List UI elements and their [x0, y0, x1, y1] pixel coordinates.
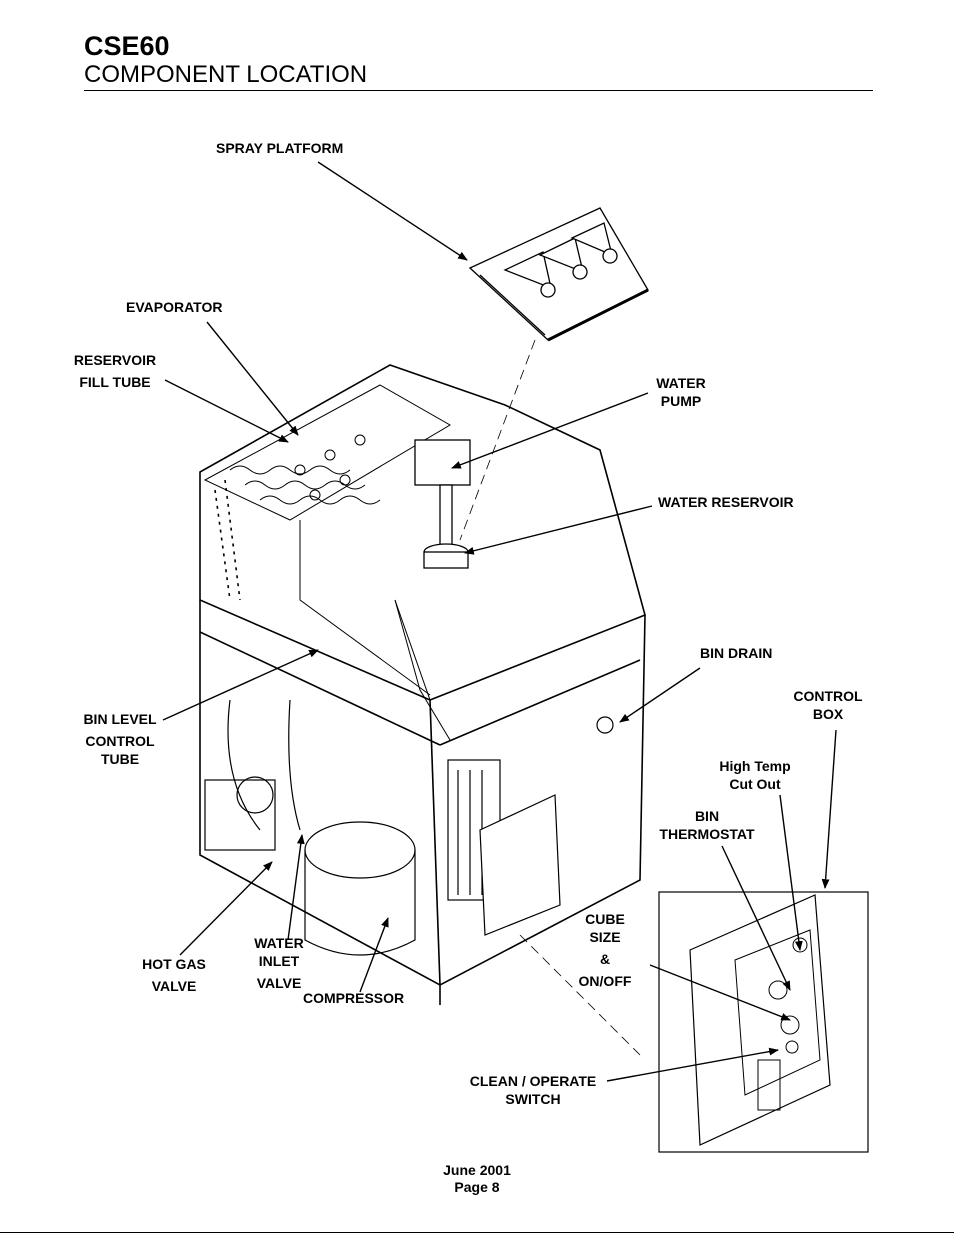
label-cube-size-line2: SIZE	[589, 929, 621, 945]
label-cube-size-line1: CUBE	[585, 911, 625, 927]
label-bin-drain: BIN DRAIN	[700, 645, 773, 661]
evaporator-coils	[203, 384, 451, 521]
control-box-inset	[658, 891, 869, 1153]
leader-water-reservoir	[464, 505, 653, 555]
leader-control-box	[821, 729, 837, 889]
leader-bin-drain	[619, 667, 701, 723]
leader-compressor	[359, 917, 389, 993]
leader-spray-platform	[317, 161, 468, 261]
water-pump-drawing	[414, 439, 471, 569]
leader-hot-gas	[179, 861, 273, 956]
label-hot-gas-line1: HOT GAS	[142, 956, 206, 972]
header-divider	[84, 90, 873, 91]
ice-machine-cabinet	[199, 364, 646, 1005]
model-title: CSE60	[84, 31, 170, 61]
leader-high-temp	[779, 794, 803, 951]
label-cube-size-line4: ON/OFF	[578, 973, 632, 989]
label-water-pump-line2: PUMP	[660, 393, 702, 409]
leader-water-inlet	[287, 834, 305, 941]
label-hot-gas-line2: VALVE	[151, 978, 197, 994]
leader-water-pump	[451, 392, 649, 469]
lower-components	[204, 699, 614, 956]
label-high-temp-line1: High Temp	[719, 758, 791, 774]
label-reservoir-fill-tube-line2: FILL TUBE	[79, 374, 151, 390]
label-bin-level-line3: TUBE	[100, 751, 140, 767]
label-spray-platform: SPRAY PLATFORM	[216, 140, 344, 156]
label-water-inlet-line2: INLET	[258, 953, 300, 969]
leader-bin-level	[162, 649, 319, 721]
label-water-inlet-line3: VALVE	[256, 975, 302, 991]
leader-reservoir-fill-tube	[164, 379, 289, 443]
label-high-temp-line2: Cut Out	[729, 776, 781, 792]
label-bin-thermostat-line1: BIN	[694, 808, 720, 824]
label-bin-level-line1: BIN LEVEL	[83, 711, 157, 727]
label-evaporator: EVAPORATOR	[126, 299, 223, 315]
label-bin-level-line2: CONTROL	[85, 733, 155, 749]
label-reservoir-fill-tube-line1: RESERVOIR	[73, 352, 157, 368]
label-clean-operate-line1: CLEAN / OPERATE	[469, 1073, 597, 1089]
label-water-pump-line1: WATER	[656, 375, 706, 391]
leader-clean-operate	[606, 1047, 779, 1082]
page-subtitle: COMPONENT LOCATION	[84, 61, 368, 88]
label-compressor: COMPRESSOR	[303, 990, 405, 1006]
leader-bin-thermostat	[721, 845, 791, 991]
label-control-box-line1: CONTROL	[793, 688, 863, 704]
leader-cube-size	[649, 964, 791, 1021]
label-bin-thermostat-line2: THERMOSTAT	[659, 826, 755, 842]
footer-divider	[0, 1232, 954, 1233]
label-water-reservoir: WATER RESERVOIR	[658, 494, 794, 510]
footer-date: June 2001	[443, 1162, 511, 1178]
leader-evaporator	[206, 321, 299, 436]
label-clean-operate-line2: SWITCH	[505, 1091, 561, 1107]
projection-lines	[459, 339, 641, 1056]
label-control-box-line2: BOX	[812, 706, 844, 722]
label-cube-size-line3: &	[599, 951, 611, 967]
label-water-inlet-line1: WATER	[254, 935, 304, 951]
spray-platform-drawing	[468, 207, 649, 342]
footer-page-number: Page 8	[454, 1179, 500, 1195]
